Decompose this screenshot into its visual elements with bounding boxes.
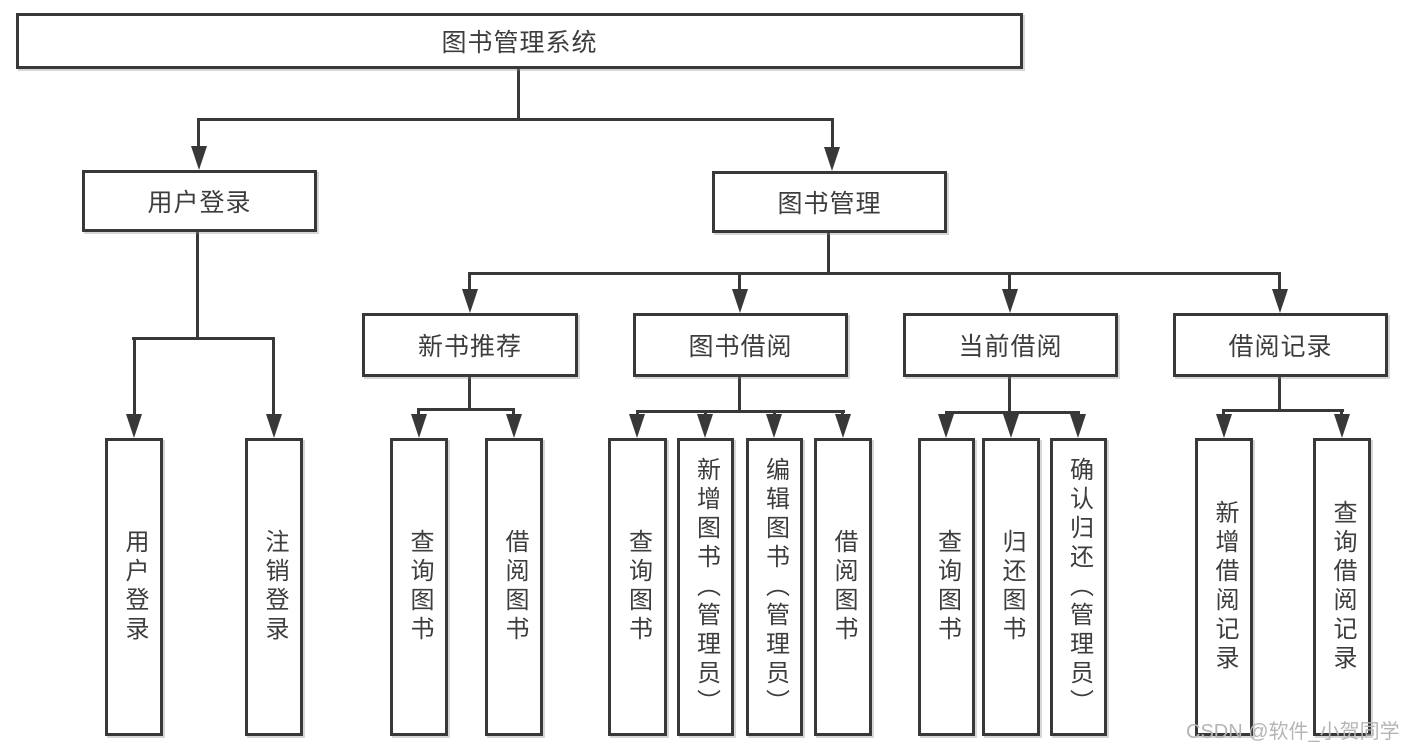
leaf-label: 确认归还（管理员） — [1065, 456, 1093, 718]
leaf-label: 新增图书（管理员） — [692, 456, 720, 718]
connector-level3-bar — [468, 272, 1281, 275]
arrowhead-to-nb-borrow — [506, 414, 522, 438]
node-book-mgmt-label: 图书管理 — [777, 190, 882, 218]
arrowhead-to-leaf-logout — [266, 414, 282, 438]
connector-current-borrow-drop — [1008, 377, 1011, 411]
connector-book-borrow-drop — [738, 377, 741, 410]
connector-borrow-record-drop — [1278, 377, 1281, 409]
arrowhead-to-borrow-record — [1272, 289, 1288, 313]
connector-borrow-record-shaft — [1278, 272, 1281, 292]
node-book-borrow-label: 图书借阅 — [688, 333, 793, 361]
node-current-borrow-label: 当前借阅 — [958, 333, 1063, 361]
node-leaf-br-add-record: 新增借阅记录 — [1195, 438, 1253, 736]
connector-user-login-bar — [132, 337, 275, 340]
leaf-label: 用户登录 — [121, 529, 148, 645]
node-user-login-label: 用户登录 — [147, 189, 252, 217]
leaf-label: 查询图书 — [624, 529, 652, 645]
leaf-label: 注销登录 — [261, 529, 288, 645]
node-borrow-record: 借阅记录 — [1173, 313, 1388, 377]
leaf-label: 查询借阅记录 — [1329, 500, 1356, 674]
leaf-label: 借阅图书 — [830, 529, 857, 645]
node-book-borrow: 图书借阅 — [633, 313, 848, 377]
node-leaf-bb-borrow-book: 借阅图书 — [814, 438, 872, 736]
arrowhead-to-cb-return — [1003, 414, 1019, 438]
leaf-label: 归还图书 — [998, 529, 1025, 645]
leaf-label: 查询图书 — [406, 529, 433, 645]
node-current-borrow: 当前借阅 — [903, 313, 1118, 377]
arrowhead-to-new-book — [462, 289, 478, 313]
node-new-book-label: 新书推荐 — [417, 333, 522, 361]
node-leaf-logout: 注销登录 — [245, 438, 303, 736]
arrowhead-to-current-borrow — [1002, 289, 1018, 313]
connector-book-borrow-bar — [636, 410, 845, 413]
node-user-login: 用户登录 — [82, 170, 317, 232]
node-new-book: 新书推荐 — [362, 313, 578, 377]
node-leaf-nb-borrow-book: 借阅图书 — [485, 438, 543, 736]
arrowhead-to-leaf-user-login — [126, 414, 142, 438]
arrowhead-to-cb-query — [938, 414, 954, 438]
node-leaf-bb-add-book-admin: 新增图书（管理员） — [677, 438, 734, 736]
connector-user-login-shaft — [197, 118, 200, 150]
node-leaf-bb-query-book: 查询图书 — [608, 438, 667, 736]
connector-current-borrow-bar — [945, 411, 1080, 414]
connector-level2-bar — [198, 118, 834, 121]
connector-book-borrow-shaft — [738, 272, 741, 292]
arrowhead-to-br-add — [1216, 414, 1232, 438]
arrowhead-to-user-login — [191, 146, 207, 170]
node-leaf-nb-query-book: 查询图书 — [390, 438, 448, 736]
leaf-label: 编辑图书（管理员） — [761, 456, 789, 718]
connector-new-book-bar — [417, 408, 515, 411]
node-leaf-br-query-record: 查询借阅记录 — [1313, 438, 1371, 736]
node-leaf-cb-return-book: 归还图书 — [982, 438, 1040, 736]
node-leaf-cb-confirm-return-admin: 确认归还（管理员） — [1050, 438, 1107, 736]
connector-leaf-logout-shaft — [272, 337, 275, 418]
arrowhead-to-br-query — [1334, 414, 1350, 438]
connector-leaf-user-login-shaft — [133, 337, 136, 418]
node-root: 图书管理系统 — [16, 13, 1023, 69]
node-leaf-bb-edit-book-admin: 编辑图书（管理员） — [746, 438, 803, 736]
leaf-label: 查询图书 — [933, 529, 961, 645]
node-leaf-cb-query-book: 查询图书 — [918, 438, 975, 736]
arrowhead-to-cb-confirm — [1070, 414, 1086, 438]
arrowhead-to-bb-query — [629, 414, 645, 438]
connector-new-book-shaft — [468, 272, 471, 292]
connector-current-borrow-shaft — [1008, 272, 1011, 292]
arrowhead-to-bb-add — [697, 414, 713, 438]
arrowhead-to-bb-borrow — [835, 414, 851, 438]
node-leaf-user-login: 用户登录 — [105, 438, 163, 736]
arrowhead-to-bb-edit — [766, 414, 782, 438]
node-root-label: 图书管理系统 — [441, 29, 598, 57]
connector-user-login-drop — [196, 232, 199, 337]
node-borrow-record-label: 借阅记录 — [1228, 333, 1333, 361]
connector-new-book-drop — [468, 377, 471, 408]
connector-book-mgmt-drop — [827, 233, 830, 272]
arrowhead-to-nb-query — [411, 414, 427, 438]
arrowhead-to-book-mgmt — [824, 147, 840, 171]
arrowhead-to-book-borrow — [732, 289, 748, 313]
connector-book-mgmt-shaft — [831, 118, 834, 151]
node-book-mgmt: 图书管理 — [712, 171, 947, 233]
csdn-watermark: CSDN @软件_小贺同学 — [1186, 721, 1400, 743]
connector-root-drop — [517, 69, 520, 118]
leaf-label: 新增借阅记录 — [1211, 500, 1238, 674]
connector-borrow-record-bar — [1222, 409, 1344, 412]
leaf-label: 借阅图书 — [501, 529, 528, 645]
